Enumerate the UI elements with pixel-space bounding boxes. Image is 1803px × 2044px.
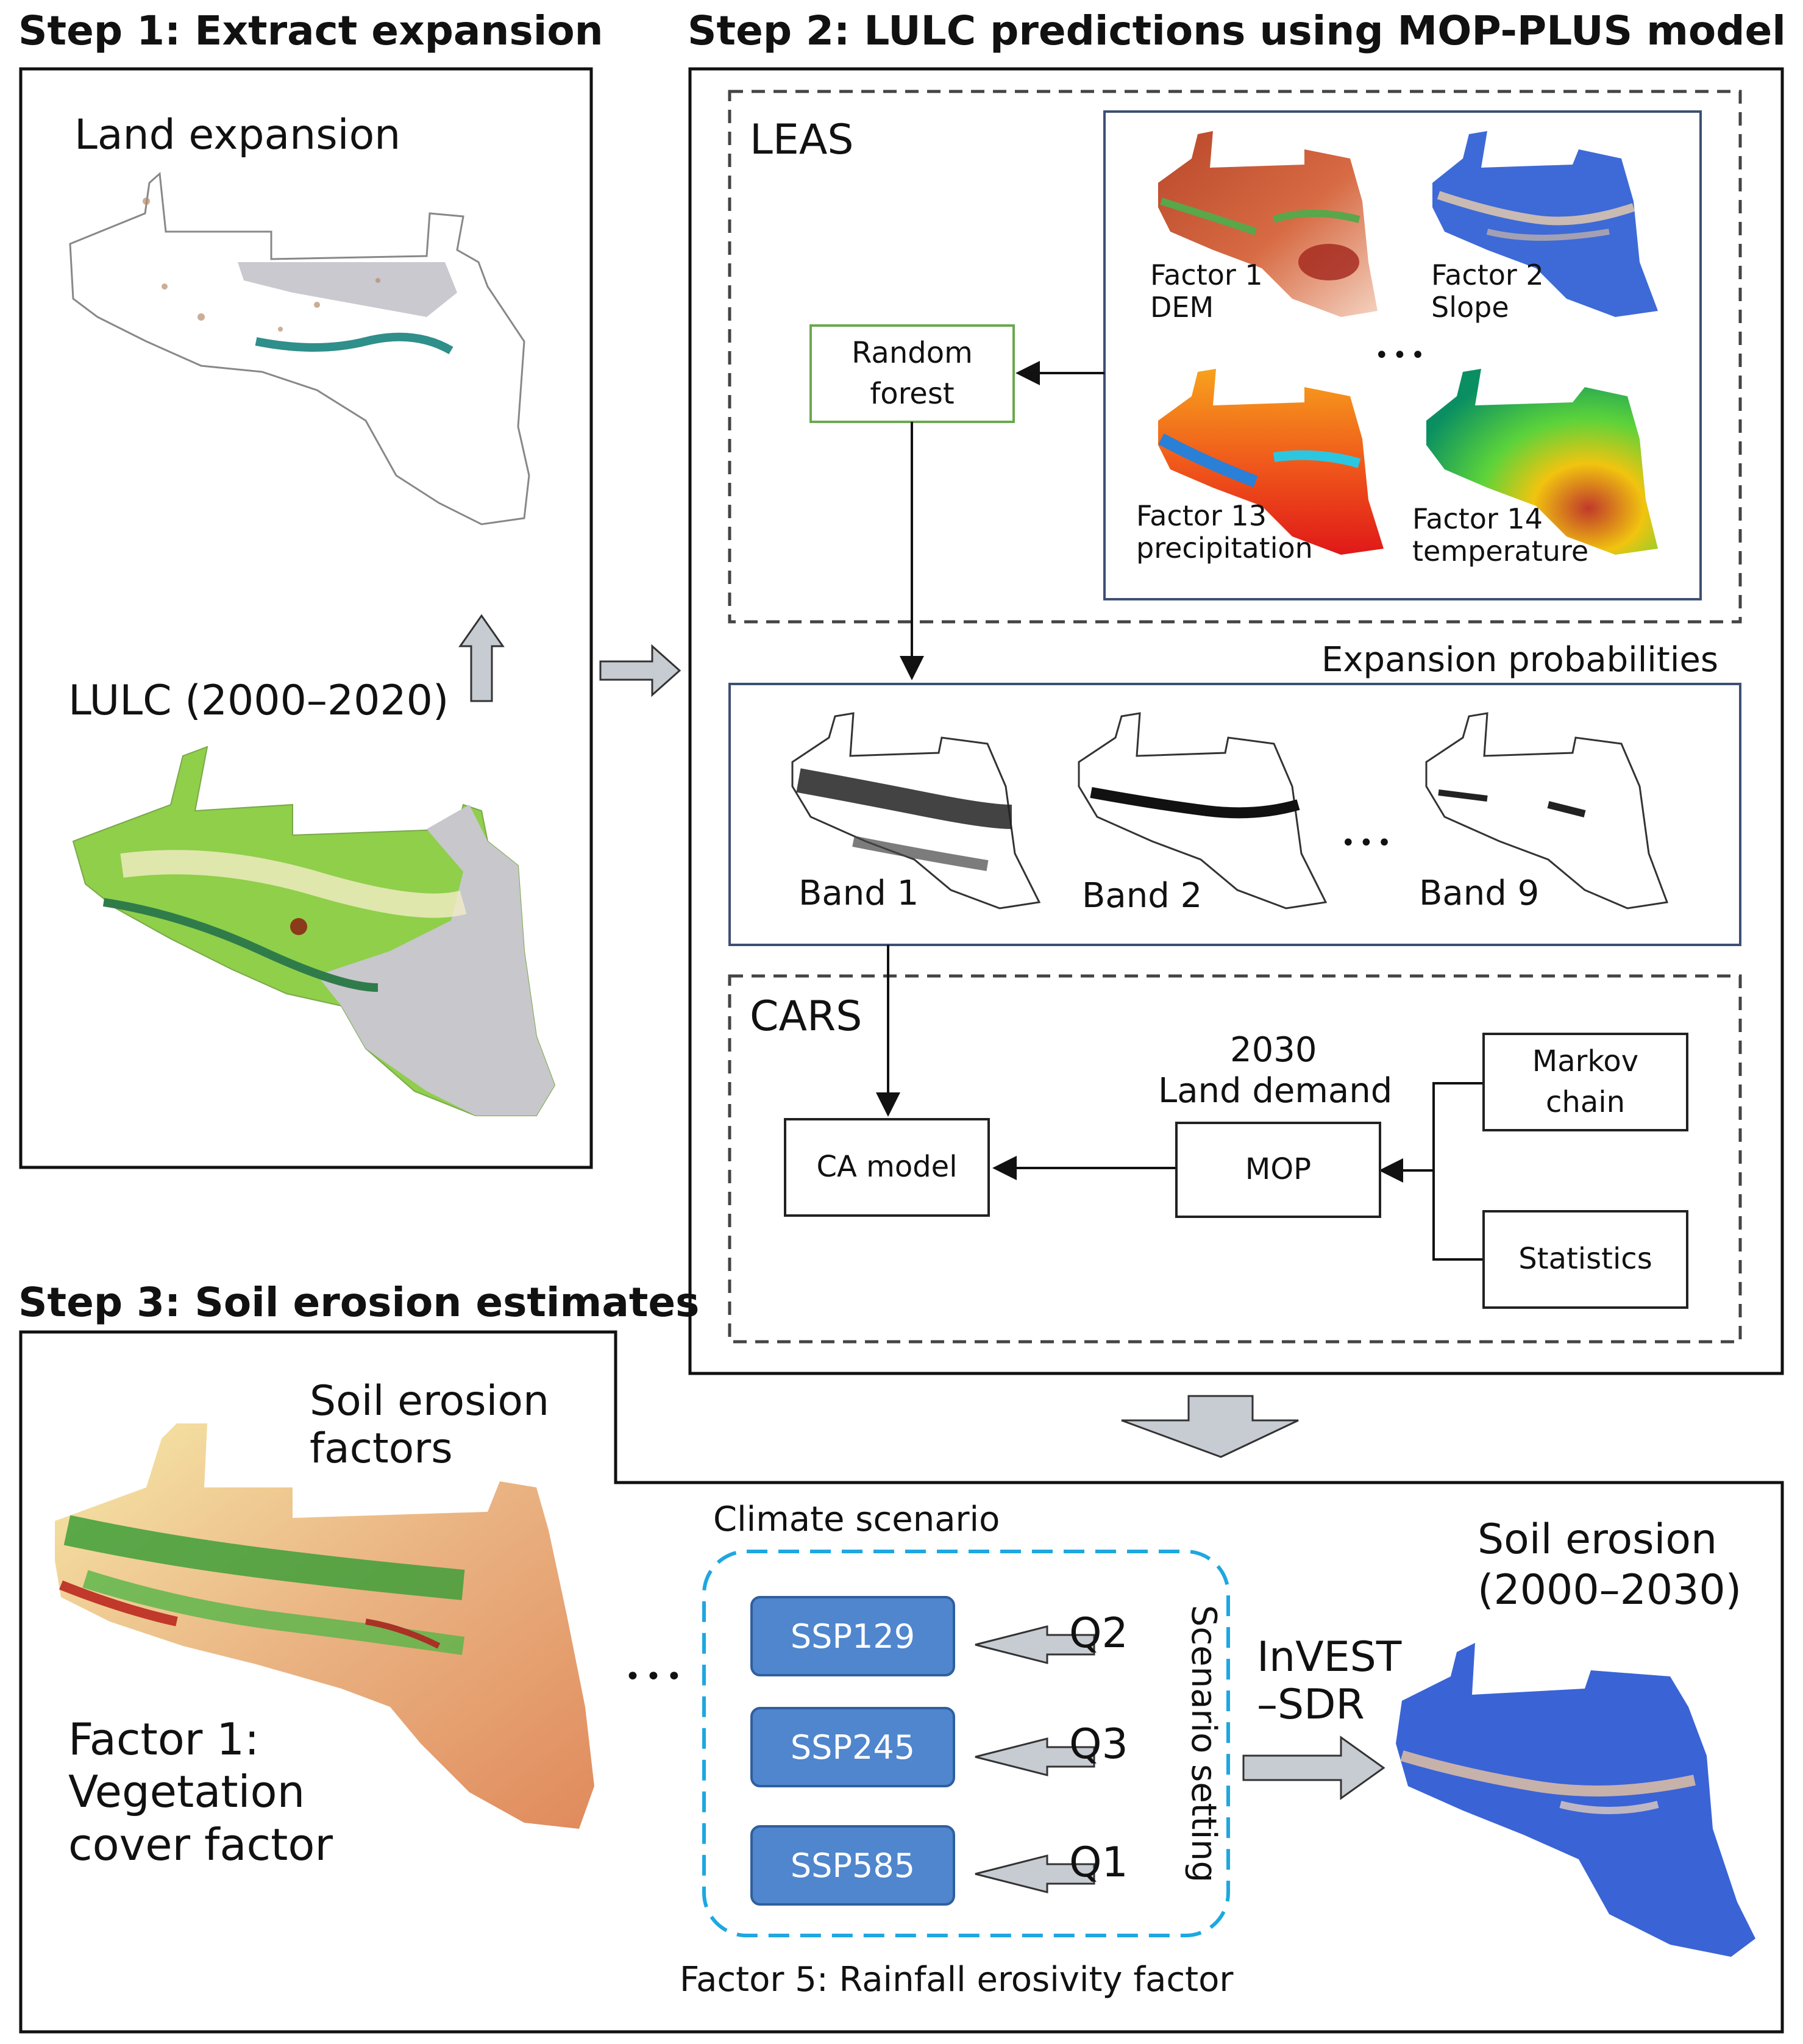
vegetation-cover-map	[55, 1423, 594, 1829]
step2-box	[688, 67, 1784, 1375]
band1-label: Band 1	[798, 874, 919, 913]
expansion-probabilities-label: Expansion probabilities	[1321, 640, 1718, 680]
q3-label: Q3	[1069, 1720, 1128, 1768]
factor1-vegetation-label: Factor 1: Vegetation cover factor	[68, 1714, 333, 1870]
soil-erosion-result-label: Soil erosion (2000–2030)	[1478, 1515, 1742, 1614]
mop-node: MOP	[1175, 1122, 1381, 1218]
step3-box	[19, 1330, 1784, 2034]
factor1-label: Factor 1 DEM	[1150, 258, 1263, 324]
factor13-map	[1158, 369, 1384, 555]
step1-box	[19, 67, 593, 1169]
band2-label: Band 2	[1082, 876, 1203, 916]
step1-title: Step 1: Extract expansion	[18, 7, 603, 54]
scenario-setting-wrapper: Scenario setting	[1173, 1573, 1234, 1914]
leas-label: LEAS	[750, 116, 854, 164]
bands-ellipsis: •••	[1341, 829, 1395, 857]
factor14-map	[1426, 369, 1658, 555]
invest-arrow	[1242, 1736, 1385, 1800]
q2-arrow	[975, 1625, 1095, 1664]
cars-label: CARS	[750, 992, 862, 1041]
random-forest-box	[809, 324, 1015, 423]
q1-arrow	[975, 1854, 1095, 1893]
demand-year-label: 2030	[1230, 1030, 1317, 1070]
scenario-setting-label: Scenario setting	[1184, 1604, 1224, 1882]
factors-box	[1103, 110, 1702, 600]
step2-to-step3-arrow	[1121, 1395, 1299, 1458]
band9-label: Band 9	[1419, 874, 1540, 913]
land-expansion-label: Land expansion	[74, 111, 401, 159]
ssp129-box: SSP129	[750, 1596, 955, 1676]
q2-label: Q2	[1069, 1609, 1128, 1658]
step2-title: Step 2: LULC predictions using MOP-PLUS …	[688, 7, 1786, 54]
soil-erosion-factors-label: Soil erosion factors	[310, 1377, 550, 1473]
factor2-map	[1432, 131, 1658, 317]
land-expansion-map	[69, 171, 530, 525]
random-forest-line1: Random	[852, 335, 973, 370]
land-demand-label: Land demand	[1158, 1071, 1393, 1111]
band2-map	[1078, 712, 1328, 910]
ssp585-box: SSP585	[750, 1825, 955, 1906]
soil-erosion-map	[1396, 1643, 1755, 1957]
band9-map	[1425, 712, 1669, 910]
band1-map	[791, 712, 1041, 910]
invest-sdr-label: InVEST –SDR	[1257, 1633, 1402, 1729]
leas-box	[728, 90, 1742, 624]
ca-model-node: CA model	[784, 1118, 990, 1217]
up-arrow	[458, 614, 505, 702]
lulc-label: LULC (2000–2020)	[68, 677, 449, 725]
climate-scenario-label: Climate scenario	[713, 1500, 1000, 1539]
random-forest-node: Random forest	[811, 326, 1014, 422]
step3-title: Step 3: Soil erosion estimates	[18, 1279, 700, 1326]
step3-ellipsis: •••	[625, 1661, 687, 1692]
q3-arrow	[975, 1737, 1095, 1776]
factor1-map	[1158, 131, 1378, 317]
factor13-label: Factor 13 precipitation	[1136, 499, 1313, 564]
markov-chain-node: Markov chain	[1482, 1033, 1688, 1131]
random-forest-line2: forest	[870, 377, 955, 411]
expansion-box	[728, 683, 1741, 946]
step1-to-step2-arrow	[599, 644, 681, 697]
q1-label: Q1	[1069, 1839, 1128, 1887]
factor14-label: Factor 14 temperature	[1412, 502, 1589, 568]
ssp245-box: SSP245	[750, 1707, 955, 1787]
climate-scenario-box	[702, 1550, 1230, 1937]
factors-ellipsis: •••	[1374, 341, 1429, 369]
lulc-map	[72, 746, 556, 1116]
cars-box	[728, 974, 1742, 1344]
markov-stats-bracket	[1381, 1082, 1482, 1261]
statistics-node: Statistics	[1482, 1210, 1688, 1309]
factor5-label: Factor 5: Rainfall erosivity factor	[680, 1960, 1234, 1999]
factor2-label: Factor 2 Slope	[1431, 258, 1544, 324]
